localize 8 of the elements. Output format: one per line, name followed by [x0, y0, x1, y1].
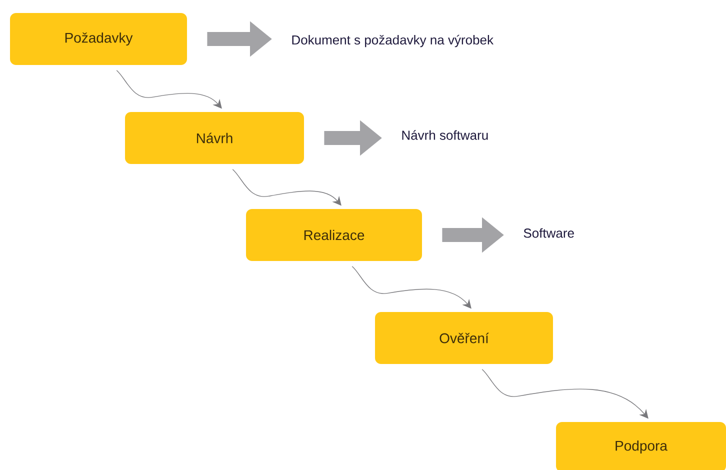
output-label: Dokument s požadavky na výrobek — [292, 34, 494, 48]
process-box: Realizace — [246, 209, 422, 261]
output-label: Návrh softwaru — [402, 130, 488, 140]
process-box: Požadavky — [10, 13, 187, 65]
process-box: Návrh — [125, 112, 304, 164]
process-box: Podpora — [556, 422, 726, 470]
process-box: Ověření — [375, 312, 553, 364]
output-label: Software — [524, 228, 574, 238]
